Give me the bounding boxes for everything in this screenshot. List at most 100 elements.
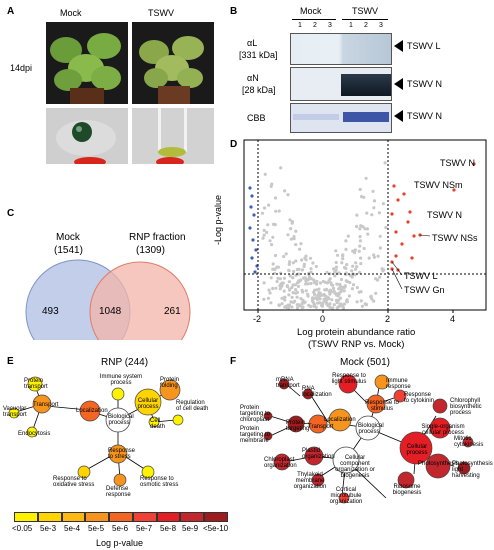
volcano-point bbox=[282, 289, 286, 293]
volcano-point bbox=[317, 296, 321, 300]
volcano-point bbox=[262, 297, 266, 301]
volcano-point bbox=[273, 253, 278, 258]
volcano-point-down bbox=[251, 238, 255, 242]
volcano-point bbox=[334, 265, 339, 269]
volcano-point bbox=[383, 161, 387, 165]
volcano-xtick: 2 bbox=[385, 314, 391, 324]
volcano-point bbox=[297, 272, 301, 276]
label-biological-process: Biological process bbox=[108, 414, 134, 426]
volcano-point bbox=[365, 211, 369, 215]
blot-cbb-label: CBB bbox=[247, 113, 266, 123]
volcano-point bbox=[298, 247, 302, 251]
volcano-point bbox=[341, 253, 345, 257]
volcano-point-up bbox=[396, 198, 400, 202]
volcano-point bbox=[267, 203, 271, 207]
volcano-point bbox=[355, 265, 359, 269]
volcano-point bbox=[273, 223, 277, 227]
volcano-point bbox=[372, 253, 376, 257]
label-biological-process: Biological process bbox=[358, 423, 384, 435]
panel-b-mock-bracket bbox=[292, 19, 336, 20]
volcano-point bbox=[288, 287, 292, 291]
panel-d-letter: D bbox=[230, 139, 238, 150]
volcano-point bbox=[285, 284, 289, 288]
volcano-point bbox=[327, 297, 331, 301]
legend-label: <0.05 bbox=[12, 524, 33, 533]
volcano-point bbox=[375, 278, 380, 282]
node-biological-process bbox=[355, 415, 381, 441]
volcano-point bbox=[351, 249, 355, 253]
volcano-point bbox=[361, 225, 365, 229]
volcano-point bbox=[290, 305, 294, 309]
volcano-point bbox=[355, 300, 359, 304]
volcano-point bbox=[347, 294, 351, 298]
volcano-point bbox=[382, 268, 386, 272]
volcano-point bbox=[270, 243, 274, 247]
volcano-point bbox=[294, 259, 298, 263]
panel-b-tswv-bracket bbox=[342, 19, 388, 20]
venn-set1-name: Mock bbox=[56, 232, 80, 243]
volcano-point bbox=[316, 294, 320, 298]
volcano-point bbox=[300, 268, 305, 272]
volcano-point bbox=[284, 252, 288, 256]
node-defense-response bbox=[113, 473, 127, 487]
venn-set2-total: (1309) bbox=[136, 245, 165, 256]
volcano-point bbox=[346, 234, 350, 238]
venn-only-mock: 493 bbox=[42, 306, 59, 317]
volcano-point bbox=[337, 287, 341, 291]
volcano-point bbox=[266, 223, 270, 227]
volcano-point bbox=[287, 303, 291, 307]
volcano-point-down bbox=[250, 194, 254, 198]
volcano-point bbox=[262, 206, 267, 210]
volcano-point bbox=[340, 261, 344, 265]
volcano-point bbox=[309, 267, 313, 271]
volcano-point bbox=[304, 289, 308, 293]
volcano-point bbox=[262, 228, 266, 232]
volcano-point bbox=[325, 287, 329, 291]
node-cellular-component-org bbox=[332, 446, 360, 474]
volcano-point-up bbox=[406, 220, 410, 224]
volcano-point bbox=[359, 299, 363, 303]
volcano-point bbox=[339, 288, 343, 292]
volcano-point-up bbox=[408, 210, 412, 214]
volcano-point bbox=[287, 280, 291, 284]
node-localization bbox=[328, 408, 352, 432]
label-localization: Localization bbox=[324, 417, 356, 423]
volcano-point bbox=[330, 298, 334, 302]
volcano-point bbox=[315, 288, 319, 292]
volcano-point bbox=[291, 291, 295, 295]
volcano-point bbox=[297, 267, 301, 271]
volcano-point bbox=[283, 298, 287, 302]
node-response-light bbox=[338, 374, 358, 394]
label-thylakoid: Thylakoid membrane organization bbox=[293, 472, 327, 490]
volcano-point bbox=[364, 303, 368, 307]
volcano-point bbox=[355, 213, 359, 217]
volcano-point bbox=[304, 282, 308, 286]
volcano-point bbox=[345, 300, 349, 304]
volcano-point bbox=[355, 224, 359, 229]
node-response-to-stress bbox=[108, 444, 128, 464]
volcano-xtick: -2 bbox=[253, 314, 262, 324]
volcano-point bbox=[287, 306, 291, 310]
volcano-leader-lines bbox=[391, 234, 431, 290]
arrow-n bbox=[394, 78, 403, 90]
label-transport: Transport bbox=[308, 424, 334, 430]
volcano-point bbox=[334, 260, 338, 265]
volcano-point bbox=[273, 267, 277, 271]
volcano-point bbox=[334, 249, 338, 253]
volcano-point bbox=[318, 281, 322, 285]
volcano-point bbox=[294, 288, 298, 292]
panel-f-letter: F bbox=[230, 356, 237, 367]
volcano-point bbox=[271, 235, 275, 239]
volcano-point bbox=[288, 274, 292, 278]
volcano-point bbox=[369, 294, 373, 298]
volcano-point bbox=[344, 279, 348, 283]
panel-e-title: RNP (244) bbox=[101, 357, 149, 368]
volcano-point bbox=[298, 304, 302, 308]
venn-circle-rnp bbox=[89, 261, 191, 340]
volcano-point bbox=[350, 275, 354, 279]
tswv-plant-photo bbox=[132, 22, 214, 104]
node-transport bbox=[308, 414, 328, 434]
lane-label: 2 bbox=[364, 22, 368, 29]
label-immune-system: Immune system process bbox=[99, 374, 143, 386]
volcano-point bbox=[339, 277, 344, 282]
